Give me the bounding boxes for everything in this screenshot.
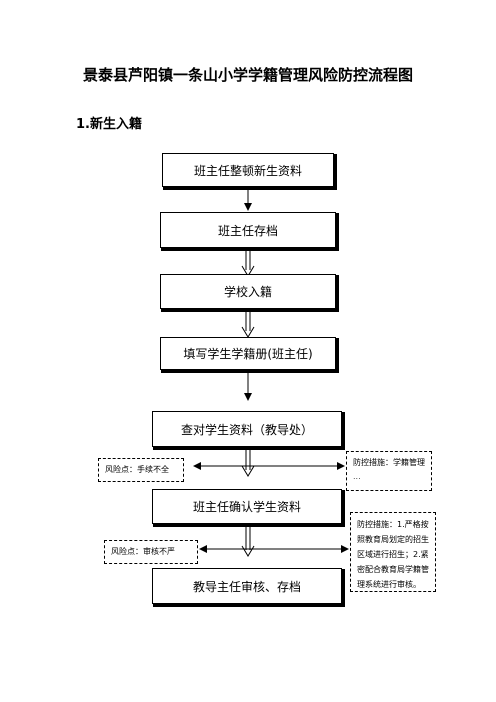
section-heading: 1.新生入籍 bbox=[76, 117, 142, 132]
flow-step-1: 班主任整顿新生资料 bbox=[162, 153, 337, 190]
control-measure-1: 防控措施：学籍管理 ... bbox=[346, 451, 432, 491]
control-measure-2: 防控措施：1.严格按照教育局划定的招生区域进行招生；2.紧密配合教育局学籍管理系… bbox=[350, 512, 436, 592]
flow-step-4: 填写学生学籍册(班主任) bbox=[160, 337, 339, 373]
flow-step-2: 班主任存档 bbox=[160, 212, 339, 251]
flow-step-7: 教导主任审核、存档 bbox=[152, 568, 345, 607]
risk-point-1: 风险点：手续不全 bbox=[98, 458, 184, 482]
control-measure-1-text: 防控措施：学籍管理 bbox=[353, 458, 425, 467]
control-measure-1-cut-text: ... bbox=[353, 472, 361, 481]
flow-step-6: 班主任确认学生资料 bbox=[152, 489, 345, 527]
page-title: 景泰县芦阳镇一条山小学学籍管理风险防控流程图 bbox=[82, 66, 413, 84]
flow-step-3: 学校入籍 bbox=[160, 274, 339, 312]
flow-step-5: 查对学生资料（教导处） bbox=[152, 411, 345, 450]
risk-point-2: 风险点：审核不严 bbox=[104, 540, 198, 564]
